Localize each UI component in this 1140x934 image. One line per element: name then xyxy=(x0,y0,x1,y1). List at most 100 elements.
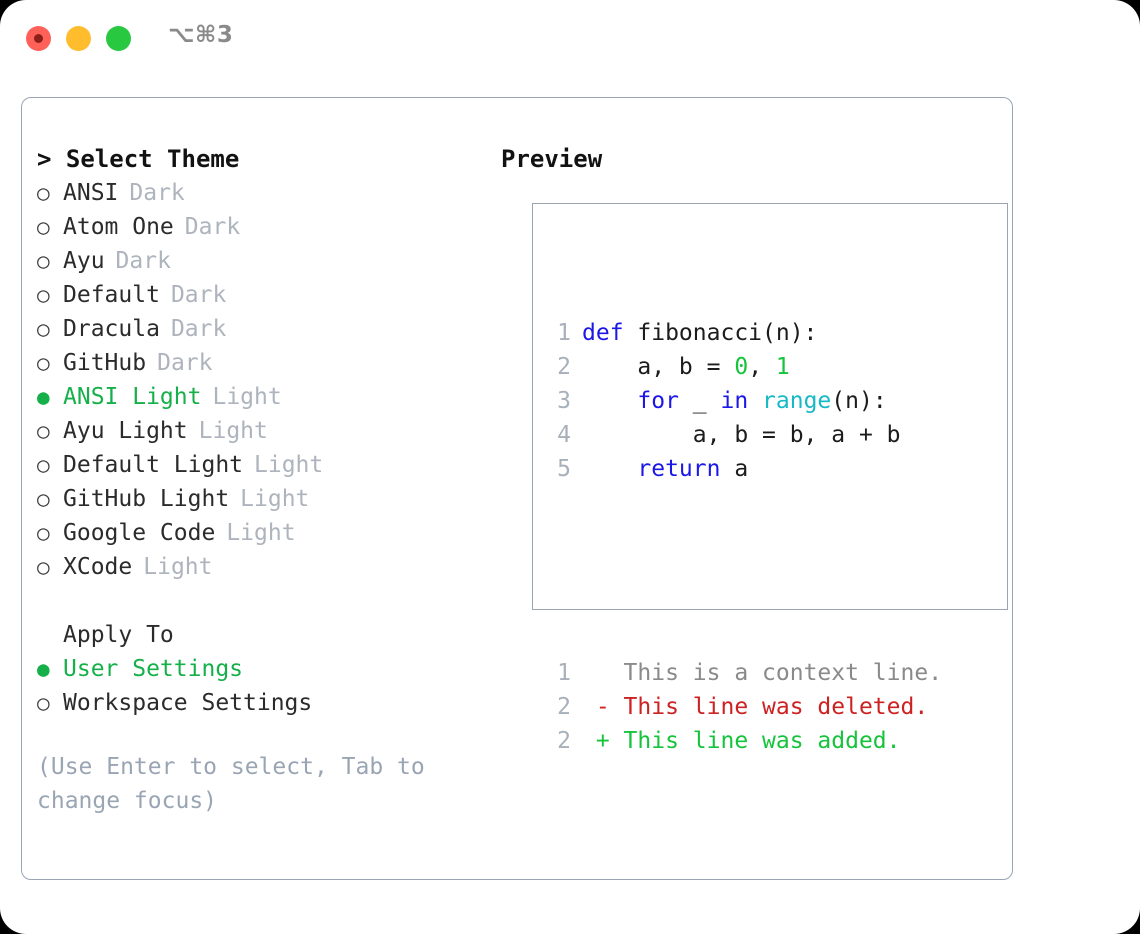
code-token: 0 xyxy=(734,354,749,380)
apply-to-list: ● User Settings ○Workspace Settings xyxy=(37,652,477,720)
code-line: 5 return a xyxy=(551,452,942,486)
theme-option-google-code[interactable]: ○ Google Code Light xyxy=(37,516,477,550)
theme-option-name: ANSI xyxy=(63,180,119,206)
radio-unselected-icon: ○ xyxy=(37,555,50,579)
theme-option-name: GitHub Light xyxy=(63,486,230,512)
radio-unselected-icon: ○ xyxy=(37,521,50,545)
radio-unselected-icon: ○ xyxy=(37,691,50,715)
theme-option-tag: Dark xyxy=(170,282,227,308)
radio-selected-icon: ● xyxy=(37,385,50,409)
code-token: def xyxy=(582,320,624,346)
code-token xyxy=(748,388,762,414)
theme-option-name: Dracula xyxy=(63,316,160,342)
diff-marker: - xyxy=(582,694,610,720)
code-token: a, b = xyxy=(582,354,735,380)
line-number: 5 xyxy=(557,456,571,482)
code-token xyxy=(582,456,637,482)
code-line: 3 for _ in range(n): xyxy=(551,384,942,418)
keyboard-hint-text: (Use Enter to select, Tab to change focu… xyxy=(37,754,439,814)
code-token: fibonacci(n): xyxy=(623,320,818,346)
preview-heading: Preview xyxy=(501,145,603,173)
theme-option-name: Default xyxy=(63,282,160,308)
code-line: 1 def fibonacci(n): xyxy=(551,316,942,350)
radio-unselected-icon: ○ xyxy=(37,317,50,341)
code-token: 1 xyxy=(775,354,790,380)
theme-option-xcode[interactable]: ○ XCode Light xyxy=(37,550,477,584)
radio-unselected-icon: ○ xyxy=(37,283,50,307)
line-number: 2 xyxy=(557,728,571,754)
code-token xyxy=(582,388,637,414)
diff-marker: + xyxy=(582,728,610,754)
code-token: in xyxy=(720,388,749,414)
line-number: 1 xyxy=(557,320,571,346)
radio-unselected-icon: ○ xyxy=(37,215,50,239)
diff-marker xyxy=(582,660,610,686)
theme-option-ansi[interactable]: ○ ANSI Dark xyxy=(37,176,477,210)
theme-option-default[interactable]: ○ Default Dark xyxy=(37,278,477,312)
radio-unselected-icon: ○ xyxy=(37,487,50,511)
radio-unselected-icon: ○ xyxy=(37,249,50,273)
theme-option-name: Ayu Light xyxy=(63,418,188,444)
code-token: a xyxy=(720,456,749,482)
theme-option-tag: Light xyxy=(240,486,310,512)
theme-option-name: Google Code xyxy=(63,520,216,546)
theme-option-github-light[interactable]: ○ GitHub Light Light xyxy=(37,482,477,516)
radio-unselected-icon: ○ xyxy=(37,181,50,205)
diff-line-add: 2 + This line was added. xyxy=(551,724,942,758)
radio-unselected-icon: ○ xyxy=(37,419,50,443)
zoom-button[interactable] xyxy=(106,26,131,51)
code-token: _ xyxy=(678,388,721,414)
theme-option-name: Ayu xyxy=(63,248,105,274)
theme-option-tag: Light xyxy=(254,452,324,478)
select-theme-heading: > Select Theme xyxy=(37,145,240,173)
theme-option-name: Atom One xyxy=(63,214,174,240)
code-token: (n): xyxy=(831,388,887,414)
theme-option-ayu-light[interactable]: ○ Ayu Light Light xyxy=(37,414,477,448)
theme-option-tag: Light xyxy=(198,418,268,444)
code-token: , xyxy=(748,354,776,380)
theme-option-tag: Light xyxy=(226,520,296,546)
apply-to-option-user-settings[interactable]: ● User Settings xyxy=(37,652,477,686)
minimize-button[interactable] xyxy=(66,26,91,51)
apply-to-option-label: User Settings xyxy=(63,656,244,682)
radio-selected-icon: ● xyxy=(37,657,50,681)
line-number: 2 xyxy=(557,354,571,380)
line-number: 2 xyxy=(557,694,571,720)
line-number: 1 xyxy=(557,660,571,686)
theme-option-github[interactable]: ○ GitHub Dark xyxy=(37,346,477,380)
code-token: a, b = b, a + b xyxy=(582,422,901,448)
theme-option-name: GitHub xyxy=(63,350,147,376)
code-line: 2 a, b = 0, 1 xyxy=(551,350,942,384)
theme-option-name: XCode xyxy=(63,554,133,580)
theme-option-name: Default Light xyxy=(63,452,244,478)
keyboard-shortcut-label: ⌥⌘3 xyxy=(168,22,234,48)
code-token: range xyxy=(762,388,832,414)
close-button[interactable] xyxy=(26,26,51,51)
theme-option-tag: Dark xyxy=(157,350,213,376)
code-blank-line xyxy=(551,554,942,588)
theme-option-tag: Light xyxy=(143,554,213,580)
theme-option-tag: Light xyxy=(212,384,282,410)
diff-sample: 1 This is a context line. 2 - This line w… xyxy=(551,656,942,758)
diff-text: This line was added. xyxy=(609,728,901,754)
line-number: 3 xyxy=(557,388,571,414)
diff-line-ctx: 1 This is a context line. xyxy=(551,656,942,690)
diff-text: This line was deleted. xyxy=(609,694,929,720)
code-line: 4 a, b = b, a + b xyxy=(551,418,942,452)
radio-unselected-icon: ○ xyxy=(37,351,50,375)
apply-to-option-workspace-settings[interactable]: ○Workspace Settings xyxy=(37,686,477,720)
diff-text: This is a context line. xyxy=(609,660,943,686)
theme-option-tag: Dark xyxy=(129,180,185,206)
code-token: return xyxy=(637,456,721,482)
